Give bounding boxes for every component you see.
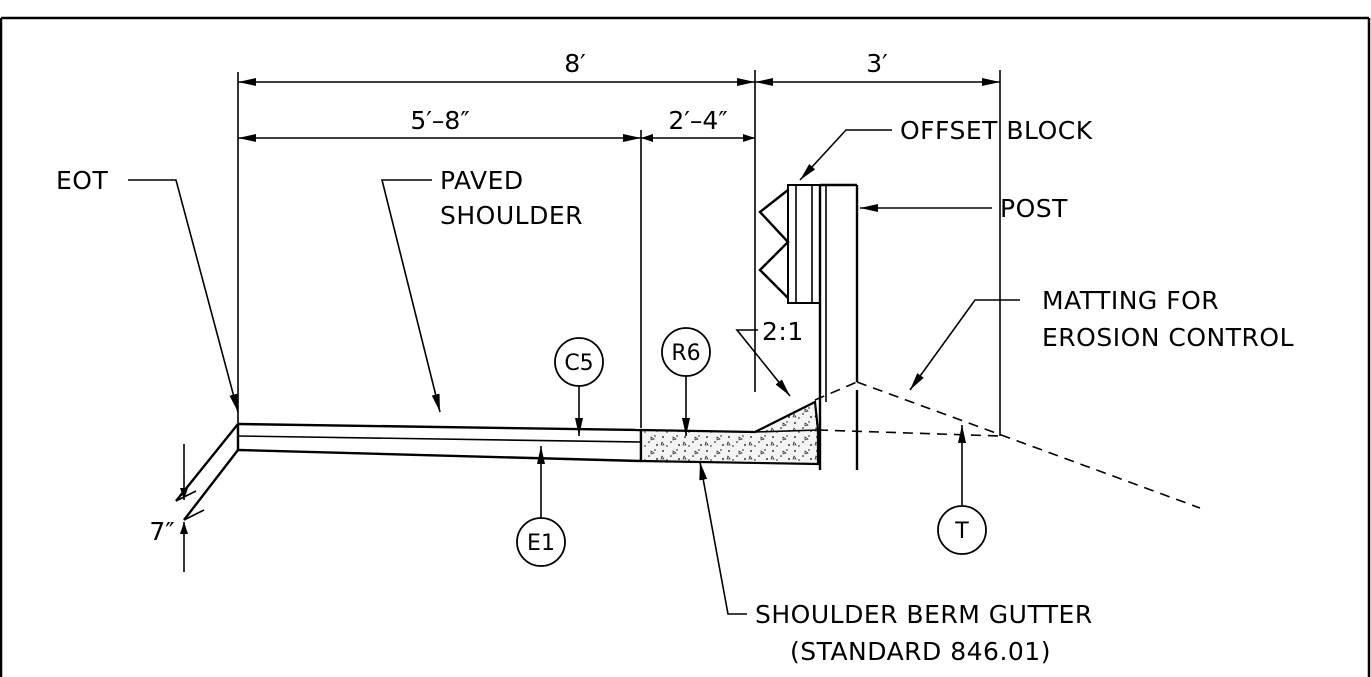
dimension-post-offset: 3′ bbox=[755, 49, 1000, 86]
dim-overall-text: 8′ bbox=[564, 49, 586, 78]
label-matting-line1: MATTING FOR bbox=[1042, 286, 1219, 315]
label-matting-line2: EROSION CONTROL bbox=[1042, 323, 1294, 352]
label-post: POST bbox=[1000, 194, 1068, 223]
offset-block bbox=[758, 184, 821, 304]
dimension-paved: 5′–8″ bbox=[238, 106, 641, 142]
dim-post-offset-text: 3′ bbox=[866, 49, 888, 78]
dim-paved-text: 5′–8″ bbox=[410, 106, 469, 135]
dimension-overall: 8′ bbox=[238, 49, 755, 86]
paved-shoulder-section bbox=[175, 422, 643, 521]
dimension-thickness: 7″ bbox=[149, 444, 205, 572]
label-eot: EOT bbox=[56, 166, 108, 195]
extension-lines bbox=[237, 70, 1001, 436]
tag-e1: E1 bbox=[516, 517, 566, 567]
tag-r6: R6 bbox=[661, 327, 711, 377]
tag-t-text: T bbox=[954, 519, 969, 544]
tag-c5: C5 bbox=[554, 337, 604, 387]
label-offset-block: OFFSET BLOCK bbox=[900, 116, 1093, 145]
label-paved-line1: PAVED bbox=[440, 166, 524, 195]
drawing-frame bbox=[0, 16, 1371, 677]
leaders bbox=[128, 129, 1020, 615]
label-berm-line1: SHOULDER BERM GUTTER bbox=[755, 600, 1093, 629]
dim-thickness-text: 7″ bbox=[149, 517, 174, 546]
tag-t: T bbox=[937, 505, 987, 555]
dim-gutter-text: 2′–4″ bbox=[668, 106, 727, 135]
berm-gutter bbox=[639, 400, 820, 466]
label-slope: 2:1 bbox=[762, 317, 804, 346]
tag-r6-text: R6 bbox=[671, 341, 700, 366]
tag-e1-text: E1 bbox=[527, 531, 555, 556]
label-paved-line2: SHOULDER bbox=[440, 201, 583, 230]
post bbox=[818, 183, 859, 470]
ground-lines bbox=[814, 381, 1201, 509]
tag-c5-text: C5 bbox=[564, 351, 593, 376]
label-berm-line2: (STANDARD 846.01) bbox=[790, 637, 1051, 666]
dimension-gutter: 2′–4″ bbox=[641, 106, 755, 142]
